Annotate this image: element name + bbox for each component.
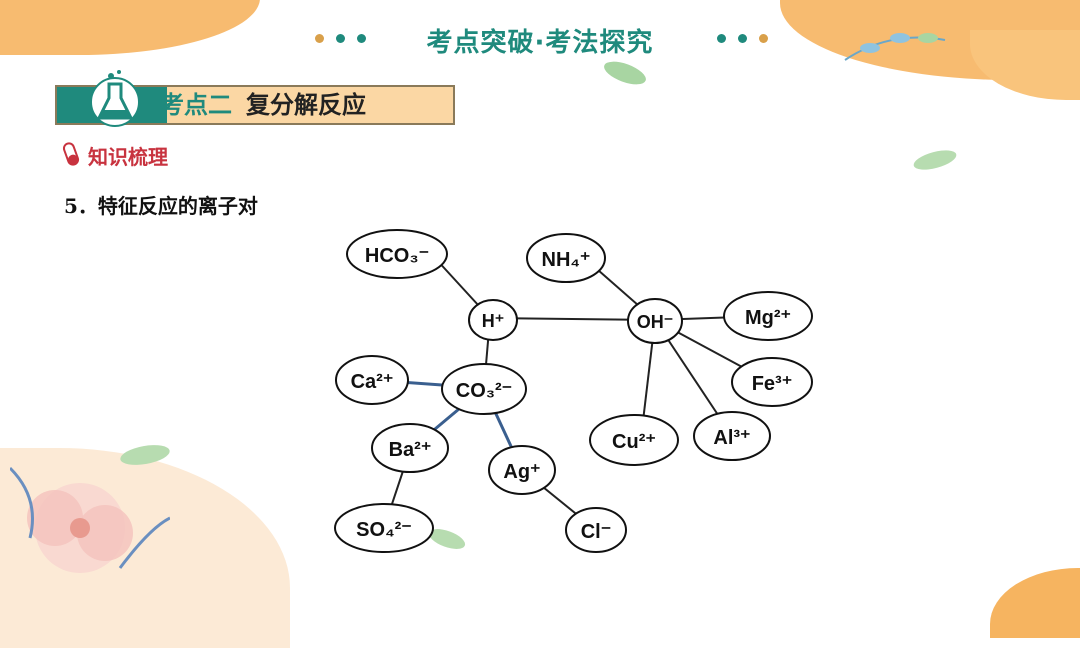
vine-icon bbox=[844, 33, 946, 61]
section-label: 知识梳理 bbox=[58, 140, 168, 170]
dot-icon bbox=[759, 34, 768, 43]
node-co3: CO₃²⁻ bbox=[441, 363, 527, 415]
diagram-nodes: HCO₃⁻ NH₄⁺ H⁺ OH⁻ Mg²⁺ Ca²⁺ CO₃²⁻ Fe³⁺ bbox=[334, 229, 813, 553]
node-hco3-label: HCO₃⁻ bbox=[365, 245, 429, 267]
subtitle: 5．特征反应的离子对 bbox=[64, 194, 258, 218]
node-fe-label: Fe³⁺ bbox=[752, 373, 793, 395]
dot-icon bbox=[717, 34, 726, 43]
node-so4-label: SO₄²⁻ bbox=[356, 519, 412, 541]
node-ag-label: Ag⁺ bbox=[503, 461, 540, 483]
leaf-icon bbox=[604, 61, 646, 85]
node-al: Al³⁺ bbox=[693, 411, 771, 461]
node-so4: SO₄²⁻ bbox=[334, 503, 434, 553]
node-cu: Cu²⁺ bbox=[589, 414, 679, 466]
node-h: H⁺ bbox=[468, 299, 518, 341]
dot-icon bbox=[738, 34, 747, 43]
node-ba: Ba²⁺ bbox=[371, 423, 449, 473]
node-co3-label: CO₃²⁻ bbox=[456, 380, 512, 402]
topic-number: 考点二 bbox=[160, 91, 232, 119]
dot-icon bbox=[336, 34, 345, 43]
topic-name: 复分解反应 bbox=[246, 91, 366, 119]
node-ca: Ca²⁺ bbox=[335, 355, 409, 405]
node-mg-label: Mg²⁺ bbox=[745, 307, 791, 329]
node-mg: Mg²⁺ bbox=[723, 291, 813, 341]
node-al-label: Al³⁺ bbox=[713, 427, 750, 449]
node-oh: OH⁻ bbox=[627, 298, 683, 344]
node-cl: Cl⁻ bbox=[565, 507, 627, 553]
dot-icon bbox=[315, 34, 324, 43]
leaf-icon bbox=[120, 445, 170, 465]
node-ca-label: Ca²⁺ bbox=[351, 371, 394, 393]
flask-icon bbox=[90, 70, 140, 127]
header-dots-right bbox=[717, 34, 768, 43]
section-label-text: 知识梳理 bbox=[88, 144, 168, 169]
header-dots-left bbox=[315, 34, 366, 43]
ion-pair-diagram: HCO₃⁻ NH₄⁺ H⁺ OH⁻ Mg²⁺ Ca²⁺ CO₃²⁻ Fe³⁺ bbox=[334, 229, 813, 553]
leaf-icon bbox=[428, 529, 466, 549]
dot-icon bbox=[357, 34, 366, 43]
topic-heading: 考点二复分解反应 bbox=[160, 88, 366, 122]
leaf-icon bbox=[913, 150, 957, 170]
node-h-label: H⁺ bbox=[482, 311, 505, 331]
node-ag: Ag⁺ bbox=[488, 445, 556, 495]
test-tube-icon bbox=[62, 142, 80, 166]
flower-illustration-icon bbox=[10, 466, 170, 573]
node-nh4-label: NH₄⁺ bbox=[542, 249, 591, 271]
node-nh4: NH₄⁺ bbox=[526, 233, 606, 283]
node-cl-label: Cl⁻ bbox=[581, 521, 612, 543]
node-cu-label: Cu²⁺ bbox=[612, 431, 656, 453]
page-title: 考点突破·考法探究 bbox=[426, 28, 654, 58]
node-fe: Fe³⁺ bbox=[731, 357, 813, 407]
node-oh-label: OH⁻ bbox=[637, 312, 674, 332]
node-hco3: HCO₃⁻ bbox=[346, 229, 448, 279]
node-ba-label: Ba²⁺ bbox=[389, 439, 432, 461]
